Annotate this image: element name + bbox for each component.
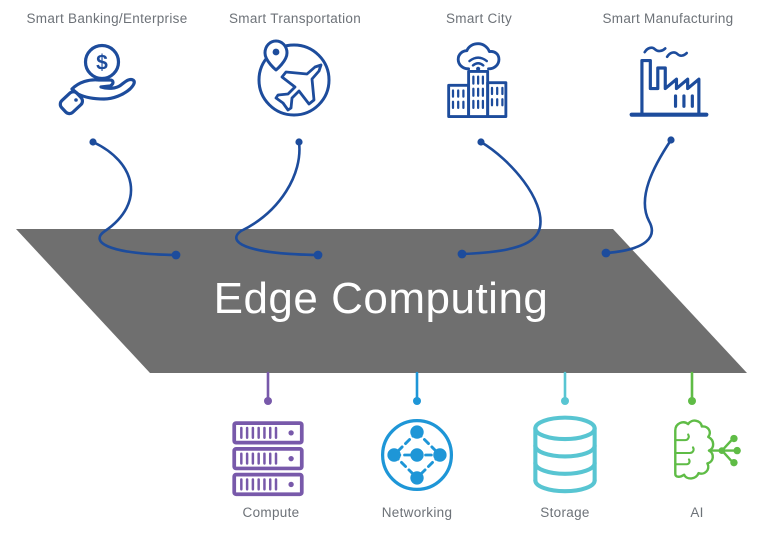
label-smart-manufacturing: Smart Manufacturing [602,11,734,26]
brain-network-icon [674,419,741,480]
label-smart-banking-enterprise: Smart Banking/Enterprise [26,11,188,26]
label-storage: Storage [540,505,590,520]
platform-title: Edge Computing [213,274,549,323]
label-compute: Compute [242,505,300,520]
server-rack-icon [232,421,304,497]
curve-manufacturing-to-platform [601,136,675,258]
globe-plane-icon [257,39,331,117]
edge-computing-platform [16,229,747,373]
curve-banking-to-platform [89,138,181,260]
factory-icon [629,46,709,117]
stem-platform-to-ai [688,371,696,405]
curve-transportation-to-platform [235,138,323,260]
label-networking: Networking [381,505,453,520]
stem-platform-to-compute [264,371,272,405]
city-cloud-wifi-icon [447,42,508,118]
stem-platform-to-networking [413,371,421,405]
label-smart-city: Smart City [445,11,513,26]
label-smart-transportation: Smart Transportation [228,11,362,26]
hand-coin-icon: $ [58,43,136,116]
label-ai: AI [690,505,704,520]
stem-platform-to-storage [561,371,569,405]
dollar-sign: $ [96,52,108,75]
database-cylinder-icon [533,415,597,494]
network-nodes-icon [380,418,454,492]
curve-city-to-platform [457,138,542,259]
